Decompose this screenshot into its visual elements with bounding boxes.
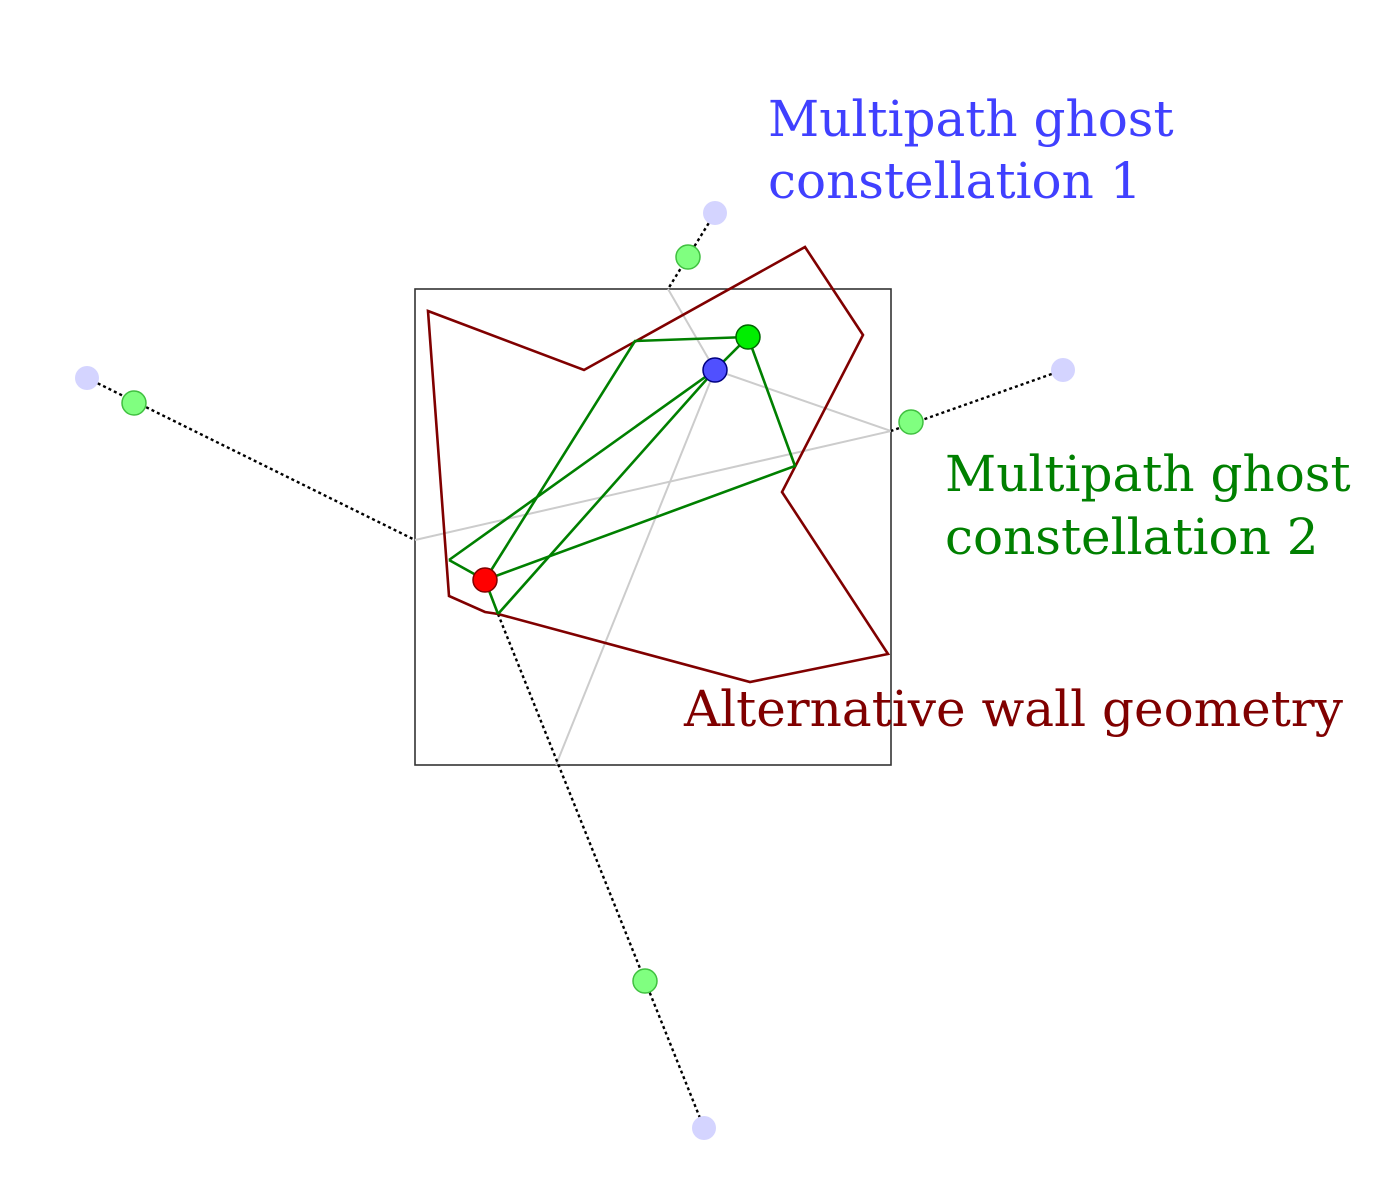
wall-geometry (426, 245, 891, 684)
ghost2-point-bottom (632, 968, 658, 994)
transmitter-red-point (472, 567, 498, 593)
ghost1-label-line2: constellation 1 (768, 152, 1142, 210)
ghost2-point-right (898, 409, 924, 435)
ghost2-point-left (121, 390, 147, 416)
ghost1-label-line1: Multipath ghost (768, 90, 1174, 148)
ghost2-label-line2: constellation 2 (945, 508, 1319, 566)
reflection-lines (414, 288, 892, 766)
ghost2-label-line1: Multipath ghost (945, 445, 1351, 503)
dotted-ghost-paths (86, 212, 1064, 1129)
ghost-constellation-2-paths (448, 334, 797, 615)
ghost1-point-right (1051, 358, 1075, 382)
ghost-constellation-2-points (121, 244, 924, 994)
ghost1-point-bottom (692, 1116, 716, 1140)
receiver-blue-point (702, 357, 728, 383)
ghost1-point-top (703, 201, 727, 225)
ghost-constellation-1-points (75, 201, 1075, 1140)
ghost1-point-left (75, 366, 99, 390)
receiver-green-point (735, 324, 761, 350)
ghost2-point-top (675, 244, 701, 270)
wall-label: Alternative wall geometry (683, 680, 1344, 738)
room-outline (414, 288, 892, 766)
